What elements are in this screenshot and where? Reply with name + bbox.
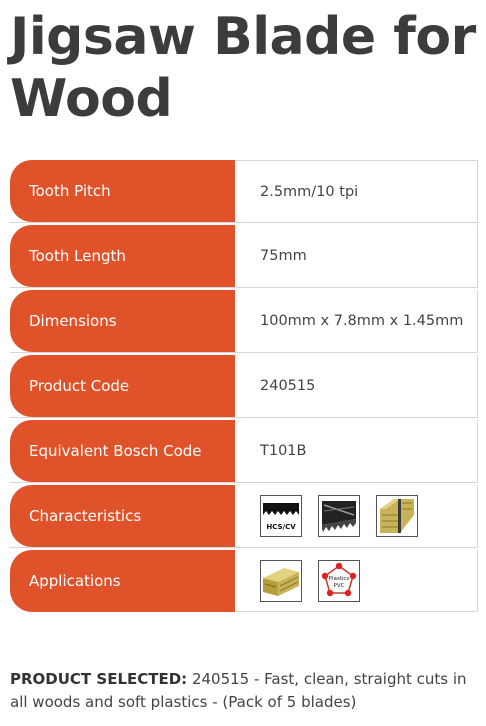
spec-table: Tooth Pitch 2.5mm/10 tpi Tooth Length 75… [10,158,478,612]
spec-value-icons: Plastics PVC [235,550,478,612]
spec-label: Product Code [10,355,235,417]
spec-value: T101B [235,420,478,482]
spec-label: Characteristics [10,485,235,547]
wood-clean-cut-icon [376,495,418,537]
wood-plank-icon [260,559,302,602]
spec-value-icons: HCS/CV [235,485,478,547]
hcs-cv-blade-icon: HCS/CV [260,495,302,537]
plastics-text: Plastics [329,576,350,582]
spec-value: 240515 [235,355,478,417]
spec-row: Tooth Length 75mm [10,223,478,288]
product-selected-label: PRODUCT SELECTED: [10,670,188,688]
spec-label: Tooth Pitch [10,160,235,222]
spec-value: 75mm [235,225,478,287]
spec-row: Equivalent Bosch Code T101B [10,418,478,483]
spec-label: Equivalent Bosch Code [10,420,235,482]
spec-label: Tooth Length [10,225,235,287]
set-teeth-blade-icon [318,495,360,537]
spec-label: Applications [10,550,235,612]
spec-value: 100mm x 7.8mm x 1.45mm [235,290,478,352]
spec-row: Dimensions 100mm x 7.8mm x 1.45mm [10,288,478,353]
spec-row: Product Code 240515 [10,353,478,418]
page-title: Jigsaw Blade for Wood [10,7,476,129]
hcs-cv-text: HCS/CV [266,523,296,531]
spec-row: Tooth Pitch 2.5mm/10 tpi [10,158,478,223]
pvc-text: PVC [334,583,345,589]
spec-label: Dimensions [10,290,235,352]
spec-value: 2.5mm/10 tpi [235,160,478,222]
product-selected-text: PRODUCT SELECTED: 240515 - Fast, clean, … [10,668,476,714]
product-selected-description: 240515 - Fast, clean, straight cuts in a… [10,670,467,711]
spec-row-applications: Applications [10,548,478,612]
spec-row-characteristics: Characteristics HCS/CV [10,483,478,548]
plastics-pvc-icon: Plastics PVC [318,559,360,602]
